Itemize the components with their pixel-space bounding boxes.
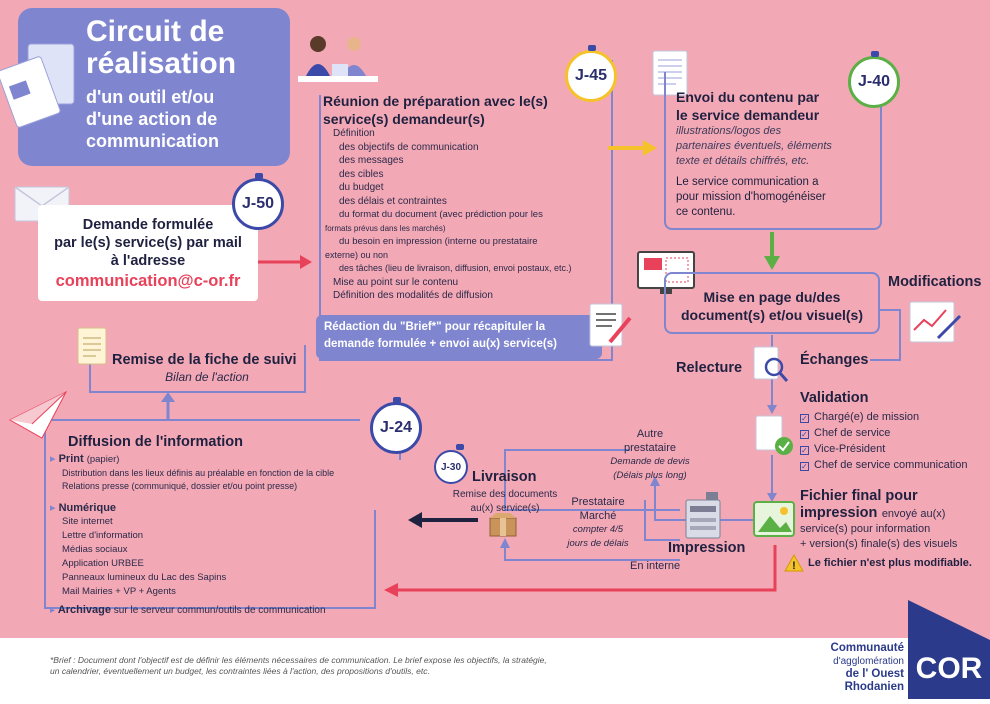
impression-label: Impression (668, 540, 746, 556)
cor-logo-mark: COR (908, 600, 990, 699)
echanges-label: Échanges (800, 352, 869, 368)
svg-text:COR: COR (916, 652, 983, 685)
validation-list: ✓Chargé(e) de mission ✓Chef de service ✓… (800, 410, 990, 474)
timer-j50: J-50 (232, 173, 284, 230)
livraison-text: Remise des documents au(x) service(s) (452, 489, 558, 514)
timer-j45: J-45 (565, 45, 617, 102)
brief-footnote: *Brief : Document dont l'objectif est de… (50, 655, 547, 676)
title-main: Circuit de réalisation (86, 15, 237, 80)
flow-connectors (44, 60, 901, 609)
magnifier-document-icon (753, 346, 789, 382)
validation-item: ✓Chef de service (800, 427, 891, 440)
prestataire-marche: Prestataire Marché compter 4/5 jours de … (567, 496, 629, 549)
autre-prestataire: Autre prestataire Demande de devis (Déla… (610, 428, 690, 481)
cor-logo-icon: COR (908, 600, 990, 685)
chart-edit-icon (909, 301, 962, 343)
printer-icon (685, 492, 721, 539)
demande-box (38, 205, 258, 301)
timer-j24: J-24 (370, 397, 422, 454)
validation-item: ✓Chef de service communication (800, 459, 968, 472)
warning-icon: ! (784, 554, 804, 572)
cor-logo-text: Communauté d'agglomération de l' Ouest R… (830, 642, 904, 693)
en-interne-label: En interne (630, 560, 681, 572)
modifications-label: Modifications (888, 274, 982, 290)
approved-document-icon (755, 415, 793, 455)
timer-j40: J-40 (848, 51, 900, 108)
warning-row: ! Le fichier n'est plus modifiable. (784, 554, 972, 572)
relecture-label: Relecture (676, 360, 743, 376)
title-subtitle: d'un outil et/ou d'une action de communi… (86, 87, 220, 151)
email-link[interactable]: communication@c-or.fr (55, 272, 241, 290)
diffusion-list: ▸ Print (papier) Distribution dans les l… (50, 453, 335, 616)
document-illustration-icon (0, 43, 75, 128)
checkbox-icon: ✓ (800, 461, 809, 471)
livraison-title: Livraison (472, 469, 537, 485)
brief-box: Rédaction du "Brief*" pour récapituler l… (316, 315, 602, 359)
meeting-people-icon (298, 36, 378, 82)
checkbox-icon: ✓ (800, 429, 809, 439)
remise-text: Remise de la fiche de suivi Bilan de l'a… (112, 352, 297, 384)
envoi-box (664, 72, 882, 230)
validation-item: ✓Chargé(e) de mission (800, 411, 920, 424)
checkbox-icon: ✓ (800, 445, 809, 455)
timer-j30: J-30 (434, 444, 468, 484)
miseenpage-box (664, 272, 880, 334)
validation-item: ✓Vice-Président (800, 443, 886, 456)
envoi-text: Envoi du contenu par le service demandeu… (676, 89, 832, 218)
checklist-sheet-icon (77, 327, 107, 365)
reunion-list: Définition des objectifs de communicatio… (325, 128, 572, 301)
infographic-canvas: Circuit de réalisation d'un outil et/ou … (0, 0, 990, 638)
diffusion-title: Diffusion de l'information (68, 434, 244, 450)
paper-plane-icon (8, 390, 68, 439)
demande-text: Demande formulée par le(s) service(s) pa… (40, 216, 256, 292)
svg-text:!: ! (792, 560, 796, 572)
writing-document-icon (589, 303, 632, 347)
image-file-icon (753, 501, 795, 537)
fichier-text: Fichier final pour impression envoyé au(… (800, 488, 958, 550)
package-icon (489, 513, 517, 537)
monitor-layout-icon (637, 251, 695, 294)
brief-text: Rédaction du "Brief*" pour récapituler l… (324, 321, 557, 350)
validation-title: Validation (800, 390, 869, 406)
miseenpage-text: Mise en page du/des document(s) et/ou vi… (680, 289, 864, 323)
reunion-title: Réunion de préparation avec le(s) servic… (323, 93, 548, 127)
checkbox-icon: ✓ (800, 413, 809, 423)
